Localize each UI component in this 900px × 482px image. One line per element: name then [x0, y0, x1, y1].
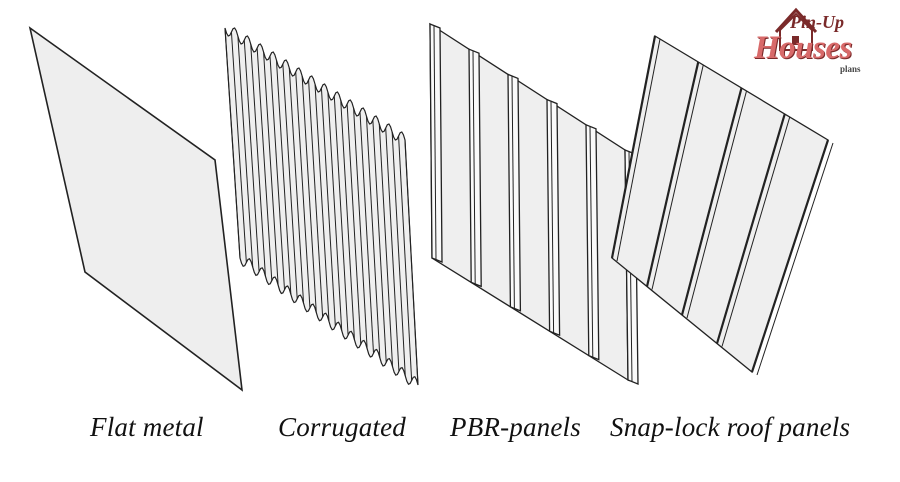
logo-line-2: Houses — [754, 30, 852, 66]
caption-pbr-panels: PBR-panels — [450, 412, 581, 442]
standing-seam — [750, 139, 830, 373]
pbr-rib — [585, 123, 600, 361]
corrugation-ridge-line — [404, 139, 419, 386]
corrugation-ridge-line — [237, 35, 254, 268]
corrugation-ridge-line — [224, 27, 241, 259]
corrugation-ridge-line — [353, 107, 368, 349]
logo-line-1: Pin-Up — [790, 12, 844, 32]
standing-seam-edge — [616, 38, 661, 262]
corrugation-ridge-line — [346, 103, 362, 345]
pin-up-houses-logo: Pin-Up Houses plans — [748, 6, 888, 78]
corrugation-ridge-line — [365, 115, 381, 358]
corrugation-ridge-line — [288, 67, 305, 304]
corrugated-sheet-outline — [224, 27, 419, 386]
pbr-rib-edge — [511, 76, 515, 309]
corrugation-ridge-line — [308, 79, 324, 317]
corrugation-ridge-line — [301, 75, 317, 313]
corrugation-ridge-line — [282, 63, 298, 299]
standing-seam-edge — [651, 64, 704, 290]
corrugation-ridge-line — [359, 111, 374, 354]
flat-metal-panel — [28, 26, 244, 392]
corrugation-ridge-line — [320, 87, 336, 327]
corrugation-ridge-line — [250, 43, 266, 277]
standing-seam — [610, 35, 657, 259]
corrugation-ridge-line — [385, 127, 400, 372]
pbr-rib — [507, 73, 522, 312]
caption-flat-metal: Flat metal — [90, 412, 204, 442]
caption-corrugated: Corrugated — [278, 412, 407, 442]
corrugation-ridge-line — [230, 31, 247, 263]
standing-seam-edge — [756, 142, 834, 376]
corrugation-ridge-line — [275, 59, 292, 295]
corrugation-ridge-line — [378, 123, 394, 367]
pbr-rib-edge — [589, 126, 594, 358]
corrugated-panel — [224, 27, 419, 386]
corrugation-ridge-line — [327, 91, 343, 331]
corrugation-ridge-line — [391, 131, 406, 376]
pbr-rib — [429, 23, 443, 263]
standing-seam — [680, 87, 743, 316]
standing-seam — [715, 113, 786, 344]
corrugation-ridge-line — [269, 55, 285, 290]
pbr-rib-edge — [433, 25, 437, 261]
standing-seam-edge — [721, 116, 791, 347]
corrugation-ridge-line — [372, 119, 387, 363]
standing-seam — [645, 61, 700, 287]
logo-line-3: plans — [840, 64, 861, 74]
corrugation-ridge-line — [243, 39, 260, 272]
corrugation-ridge-line — [333, 95, 349, 336]
caption-snap-lock-panels: Snap-lock roof panels — [610, 412, 851, 442]
standing-seam-edge — [686, 90, 747, 319]
pbr-rib-edge — [472, 51, 476, 285]
snap-lock-panel — [610, 34, 834, 376]
corrugation-ridge-line — [398, 135, 413, 381]
pbr-panel — [429, 22, 639, 385]
logo-house-icon — [774, 7, 818, 51]
corrugation-ridge-line — [340, 99, 355, 340]
corrugation-ridge-line — [263, 51, 279, 286]
pbr-rib — [546, 98, 561, 337]
corrugation-ridge-line — [295, 71, 311, 308]
pbr-rib — [468, 48, 482, 288]
corrugation-ridge-line — [314, 83, 330, 322]
corrugation-ridge-line — [256, 47, 273, 281]
pbr-rib-edge — [550, 101, 555, 334]
